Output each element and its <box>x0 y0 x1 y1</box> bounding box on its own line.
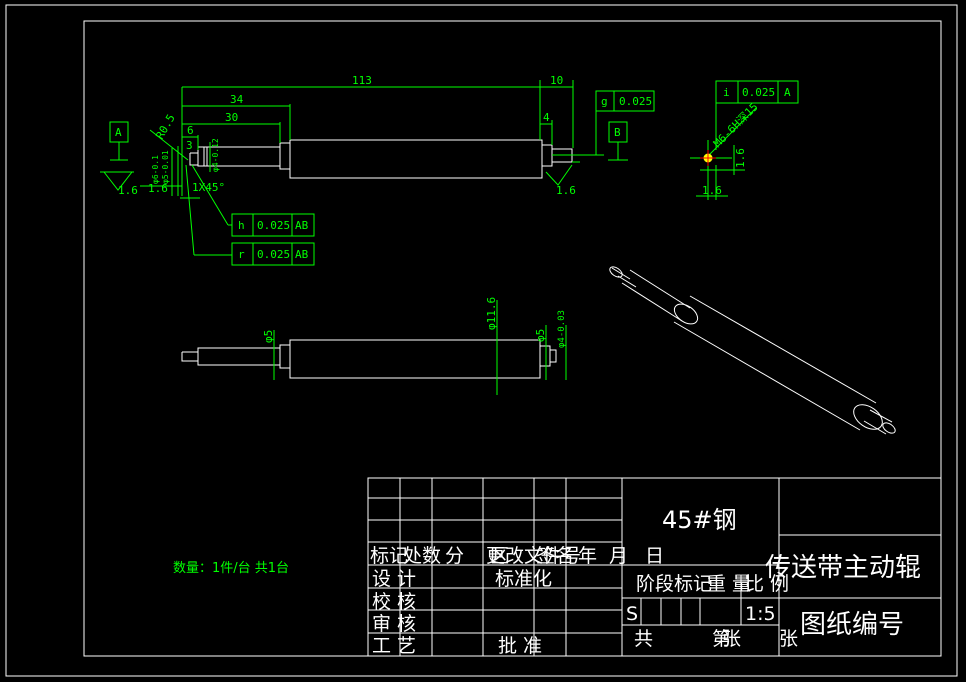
rough-right: 1.6 <box>556 184 576 197</box>
rough-left-1: 1.6 <box>118 184 138 197</box>
stage-s: S <box>626 603 638 625</box>
part-name: 传送带主动辊 <box>765 553 921 583</box>
dim-dia-l1: φ6-0.1 <box>151 155 160 184</box>
rev-count: 处数 <box>403 545 441 567</box>
dim-detail-16h: 1.6 <box>702 184 722 197</box>
shaft-side-view <box>181 339 557 379</box>
thread-detail <box>690 92 757 200</box>
weight-label: 重 量 <box>707 573 751 595</box>
quantity-note: 数量：1件/台 共1台 <box>173 561 289 576</box>
standardize-label: 标准化 <box>495 568 552 590</box>
tol-i-ref: A <box>784 86 791 99</box>
dim-detail-16v: 1.6 <box>734 148 747 168</box>
dim-4: 4 <box>543 111 550 124</box>
outer-border <box>5 4 958 677</box>
datum-b-label: B <box>614 126 621 139</box>
drawing-number-label: 图纸编号 <box>800 610 904 640</box>
rev-sign: 签名 <box>536 545 574 567</box>
stage-label: 阶段标记 <box>636 573 712 595</box>
dim-side-dia5-b: φ5 <box>534 329 547 342</box>
rev-zone: 区 <box>490 545 509 567</box>
datum-a-label: A <box>115 126 122 139</box>
material-label: 45#钢 <box>662 506 737 534</box>
side-view-dimensions <box>273 300 567 395</box>
dim-side-dia116: φ11.6 <box>485 297 498 330</box>
scale-label: 比 例 <box>745 573 789 595</box>
dim-chamfer: 1X45° <box>192 181 225 194</box>
tol-r-sym: r <box>238 248 245 261</box>
check-label: 校 核 <box>372 591 416 613</box>
shaft-top-view <box>189 139 573 179</box>
sheets-label-1: 张 <box>722 628 741 650</box>
dim-side-dia5-a: φ5 <box>262 330 275 343</box>
dim-dia-l3: φ4-0.12 <box>211 138 220 172</box>
rev-year: 年 <box>578 545 597 567</box>
tol-frame-h <box>231 213 315 237</box>
dim-r05: R0.5 <box>153 112 178 141</box>
title-block <box>367 477 942 657</box>
tol-i-sym: i <box>723 86 730 99</box>
tol-r-ref: AB <box>295 248 309 261</box>
tol-r-val: 0.025 <box>257 248 290 261</box>
review-label: 审 核 <box>372 613 416 635</box>
tol-h-val: 0.025 <box>257 219 290 232</box>
rev-div: 分 <box>445 545 464 567</box>
scale-value: 1:5 <box>745 603 776 625</box>
tol-g-sym: g <box>601 95 608 108</box>
total-label: 共 <box>634 628 653 650</box>
dim-34: 34 <box>230 93 244 106</box>
rev-mark: 标记 <box>370 545 408 567</box>
top-view-dimensions <box>140 80 604 256</box>
process-label: 工 艺 <box>372 635 416 657</box>
sheets-label-2: 张 <box>779 628 798 650</box>
approve-label: 批 准 <box>498 635 542 657</box>
roughness-symbol-right <box>545 164 573 186</box>
tol-frame-r <box>231 242 315 266</box>
dim-3: 3 <box>186 139 193 152</box>
tol-i-val: 0.025 <box>742 86 775 99</box>
design-label: 设 计 <box>372 568 416 590</box>
tol-frame-g <box>595 90 655 112</box>
dim-10: 10 <box>550 74 563 87</box>
dim-113: 113 <box>352 74 372 87</box>
rough-left-2: 1.6 <box>148 182 168 195</box>
dim-30: 30 <box>225 111 238 124</box>
tol-h-ref: AB <box>295 219 309 232</box>
tol-g-val: 0.025 <box>619 95 652 108</box>
roughness-symbol-left <box>103 171 133 191</box>
rev-month: 月 <box>609 545 628 567</box>
dim-side-dia4-b: φ4-0.03 <box>557 310 567 348</box>
dim-dia-l2: φ5-0.01 <box>161 150 170 184</box>
page-label: 第 <box>712 628 731 650</box>
rev-docno: 更改文件号 <box>486 545 581 567</box>
dim-6: 6 <box>187 124 194 137</box>
dim-thread: M6-6H深15 <box>711 100 761 150</box>
tol-h-sym: h <box>238 219 245 232</box>
rev-day: 日 <box>645 545 664 567</box>
shaft-isometric-view <box>609 266 896 435</box>
